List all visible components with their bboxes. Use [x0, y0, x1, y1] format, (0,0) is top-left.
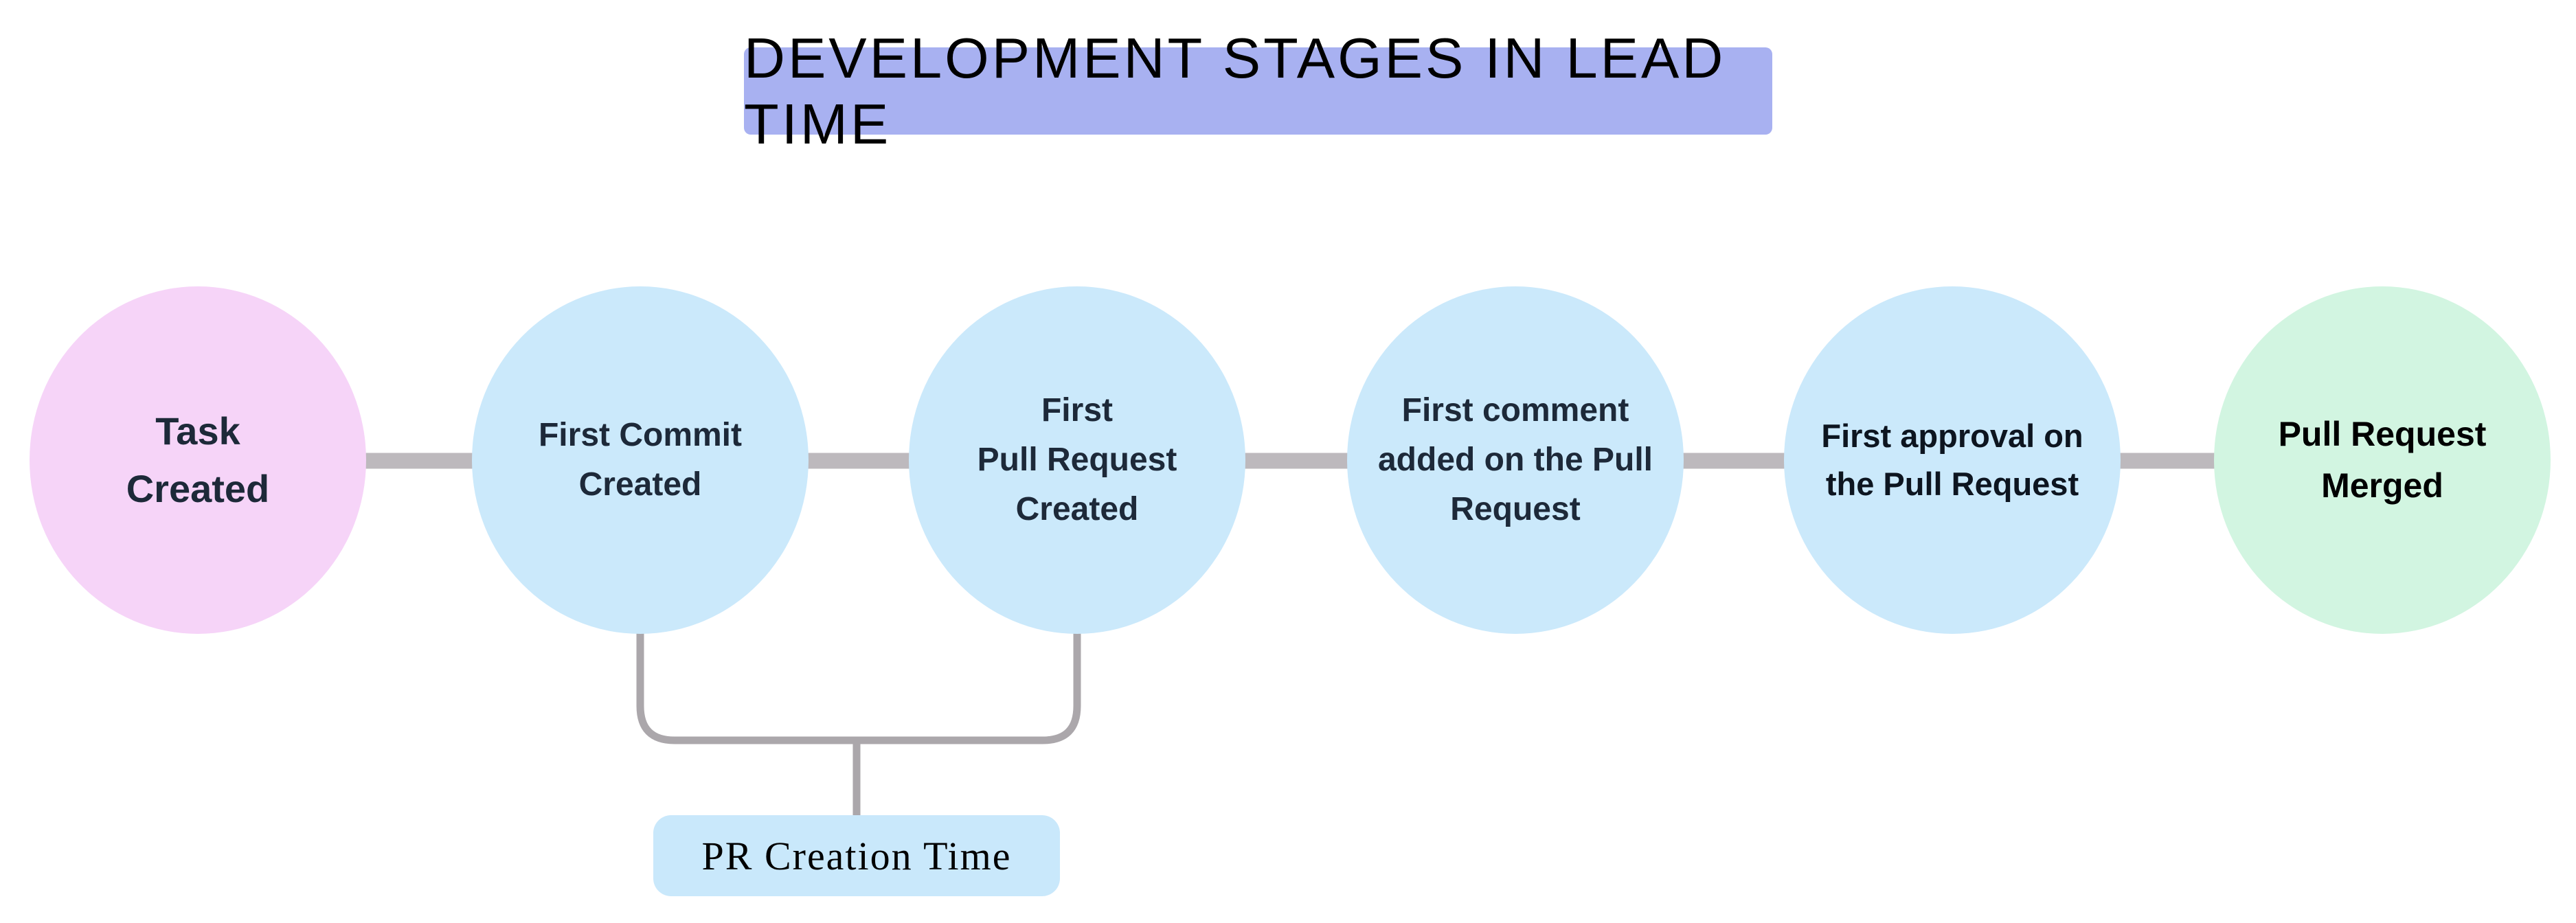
annotation-text: PR Creation Time — [701, 833, 1012, 878]
stage-label: Pull Request Merged — [2278, 415, 2487, 505]
stage-pull-request-merged: Pull Request Merged — [2214, 286, 2551, 634]
pr-creation-time-label: PR Creation Time — [653, 815, 1060, 896]
stage-first-approval: First approval on the Pull Request — [1784, 286, 2121, 634]
stage-label: First Commit Created — [538, 417, 742, 503]
stage-label: First approval on the Pull Request — [1821, 417, 2083, 503]
stage-label: First comment added on the Pull Request — [1377, 392, 1653, 527]
stage-first-commit-created: First Commit Created — [472, 286, 809, 634]
diagram-title: DEVELOPMENT STAGES IN LEAD TIME — [744, 26, 1772, 156]
pr-creation-bracket — [636, 618, 1081, 744]
stage-task-created: Task Created — [30, 286, 366, 634]
stage-label: Task Created — [126, 409, 270, 510]
stage-label: First Pull Request Created — [977, 392, 1177, 527]
stage-first-comment-added: First comment added on the Pull Request — [1347, 286, 1684, 634]
stage-first-pull-request-created: First Pull Request Created — [909, 286, 1245, 634]
